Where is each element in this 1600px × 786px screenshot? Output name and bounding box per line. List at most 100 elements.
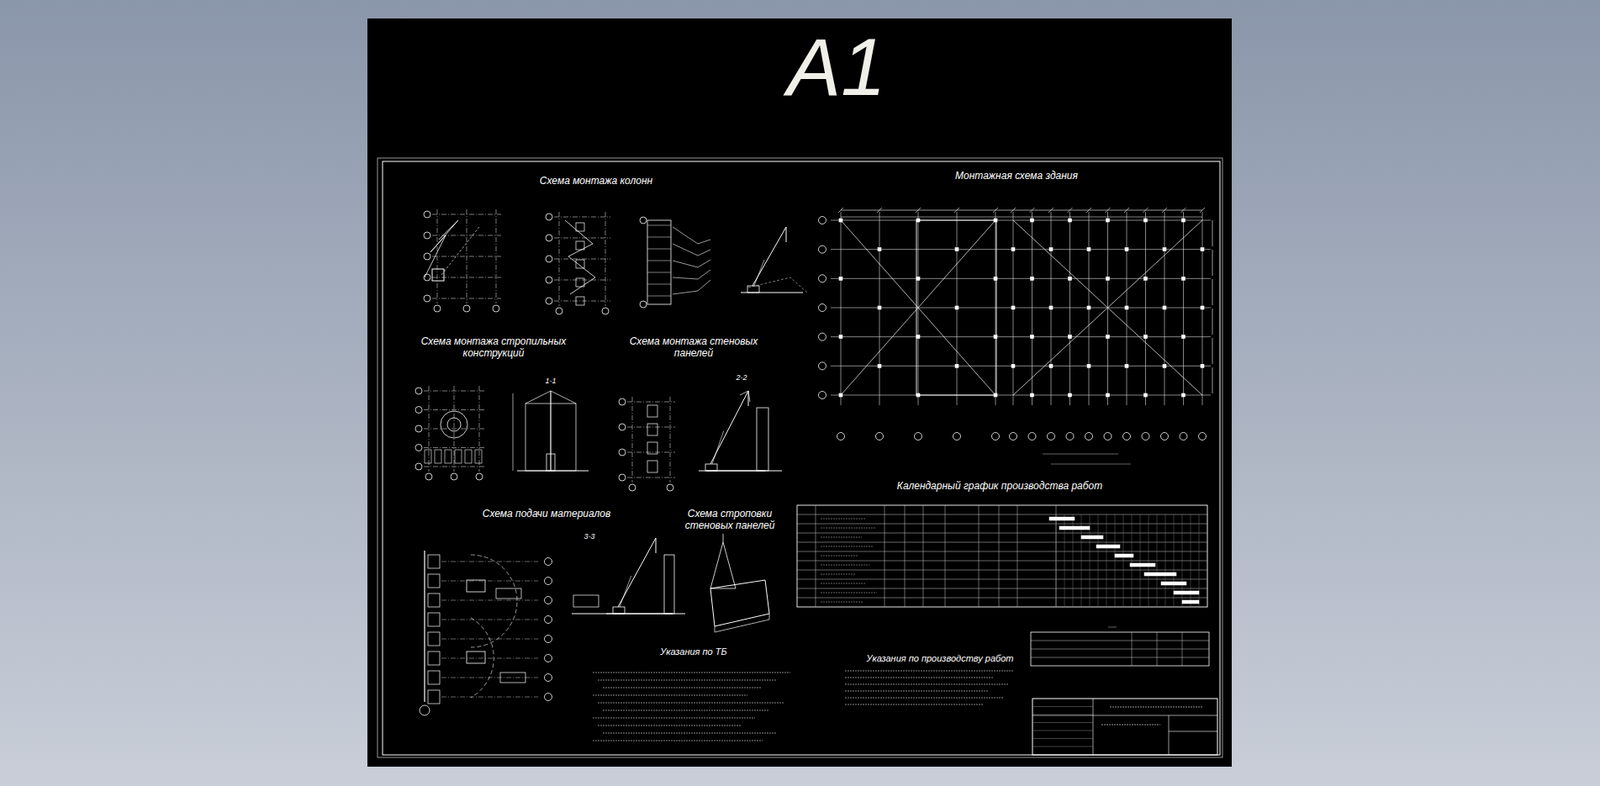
drawing-path	[840, 220, 996, 396]
drawing-line	[1212, 249, 1214, 276]
drawing-line	[1101, 724, 1161, 726]
drawing-line	[820, 528, 877, 529]
drawing-path	[672, 227, 711, 244]
drawing-rect	[377, 158, 1223, 758]
drawing-line	[820, 518, 866, 520]
drawing-line	[820, 592, 877, 594]
axis-bubble	[425, 473, 433, 481]
drawing-line	[432, 277, 502, 279]
drawing-line	[1032, 730, 1094, 732]
drawing-line	[915, 207, 921, 213]
drawing-line	[602, 710, 770, 712]
axis-bubble	[818, 304, 827, 312]
drawing-rect	[575, 241, 585, 250]
drawing-path	[710, 390, 749, 465]
drawing-rect	[500, 672, 526, 683]
drawing-line	[627, 401, 676, 403]
axis-bubble	[618, 474, 626, 481]
drawing-rect	[1182, 276, 1186, 280]
drawing-line	[597, 680, 777, 682]
drawing-line	[647, 260, 671, 262]
drawing-line	[820, 601, 863, 603]
drawing-rect	[575, 278, 585, 287]
drawing-rect	[647, 460, 658, 473]
drawing-rect	[1068, 218, 1072, 222]
drawing-rect	[1124, 248, 1129, 252]
drawing-line	[1032, 714, 1094, 716]
drawing-line	[1181, 207, 1187, 213]
axis-bubble	[544, 616, 553, 624]
drawing-path	[712, 431, 724, 465]
drawing-line	[627, 452, 676, 454]
axis-bubble	[1066, 433, 1074, 441]
drawing-line	[423, 390, 485, 392]
axis-bubble	[666, 484, 674, 492]
drawing-line	[554, 216, 611, 218]
drawing-line	[1131, 514, 1133, 608]
drawing-rect	[454, 449, 462, 464]
drawing-line	[884, 505, 886, 608]
drawing-line	[597, 725, 741, 727]
axis-bubble	[639, 300, 647, 308]
axis-bubble	[423, 295, 431, 302]
drawing-line	[1056, 514, 1057, 608]
drawing-line	[632, 396, 634, 483]
drawing-rect	[839, 393, 843, 397]
drawing-line	[441, 561, 539, 563]
axis-bubble	[423, 211, 431, 218]
drawing-line	[797, 597, 1208, 599]
axis-bubble	[419, 705, 430, 716]
drawing-line	[830, 248, 1211, 250]
drawing-line	[423, 409, 485, 411]
drawing-heading: Указания по производству работ	[847, 653, 1033, 665]
drawing-heading: 2-2	[724, 373, 759, 382]
drawing-line	[1212, 367, 1214, 394]
drawing-rect	[464, 449, 472, 464]
drawing-rect	[1162, 306, 1167, 310]
drawing-line	[820, 565, 870, 566]
drawing-line	[1107, 211, 1109, 406]
drawing-path	[1013, 220, 1203, 396]
drawing-line	[592, 740, 763, 742]
drawing-line	[1108, 627, 1117, 629]
drawing-rect	[1173, 591, 1199, 595]
drawing-rect	[1087, 306, 1091, 310]
drawing-path	[1013, 220, 1203, 396]
drawing-rect	[575, 222, 585, 232]
drawing-line	[597, 702, 784, 704]
drawing-rect	[1200, 248, 1204, 252]
drawing-heading: Указания по ТБ	[634, 646, 753, 658]
axis-bubble	[544, 596, 553, 605]
drawing-rect	[916, 220, 997, 396]
drawing-line	[441, 697, 539, 698]
axis-bubble	[818, 391, 827, 400]
drawing-rect	[1032, 698, 1218, 756]
drawing-line	[441, 677, 539, 679]
drawing-path	[565, 220, 596, 295]
axis-bubble	[415, 444, 423, 452]
drawing-rect	[466, 651, 486, 664]
drawing-line	[1145, 211, 1146, 406]
drawing-line	[554, 237, 611, 239]
drawing-line	[830, 220, 1211, 222]
drawing-line	[797, 560, 1208, 562]
drawing-rect	[1106, 218, 1110, 222]
drawing-line	[1199, 207, 1205, 213]
drawing-line	[1106, 514, 1108, 608]
drawing-rect	[1068, 393, 1072, 397]
axis-bubble	[415, 406, 423, 414]
drawing-line	[423, 428, 485, 430]
axis-bubble	[953, 433, 962, 441]
drawing-heading: 3-3	[572, 532, 607, 541]
drawing-line	[844, 684, 1009, 686]
drawing-line	[995, 211, 997, 406]
drawing-path	[672, 279, 711, 295]
drawing-rect	[839, 218, 843, 222]
drawing-line	[1086, 207, 1092, 213]
drawing-rect	[546, 454, 555, 471]
drawing-rect	[427, 632, 440, 646]
drawing-rect	[466, 580, 486, 592]
drawing-line	[820, 537, 862, 539]
axis-bubble	[818, 362, 827, 370]
drawing-rect	[1096, 544, 1120, 549]
